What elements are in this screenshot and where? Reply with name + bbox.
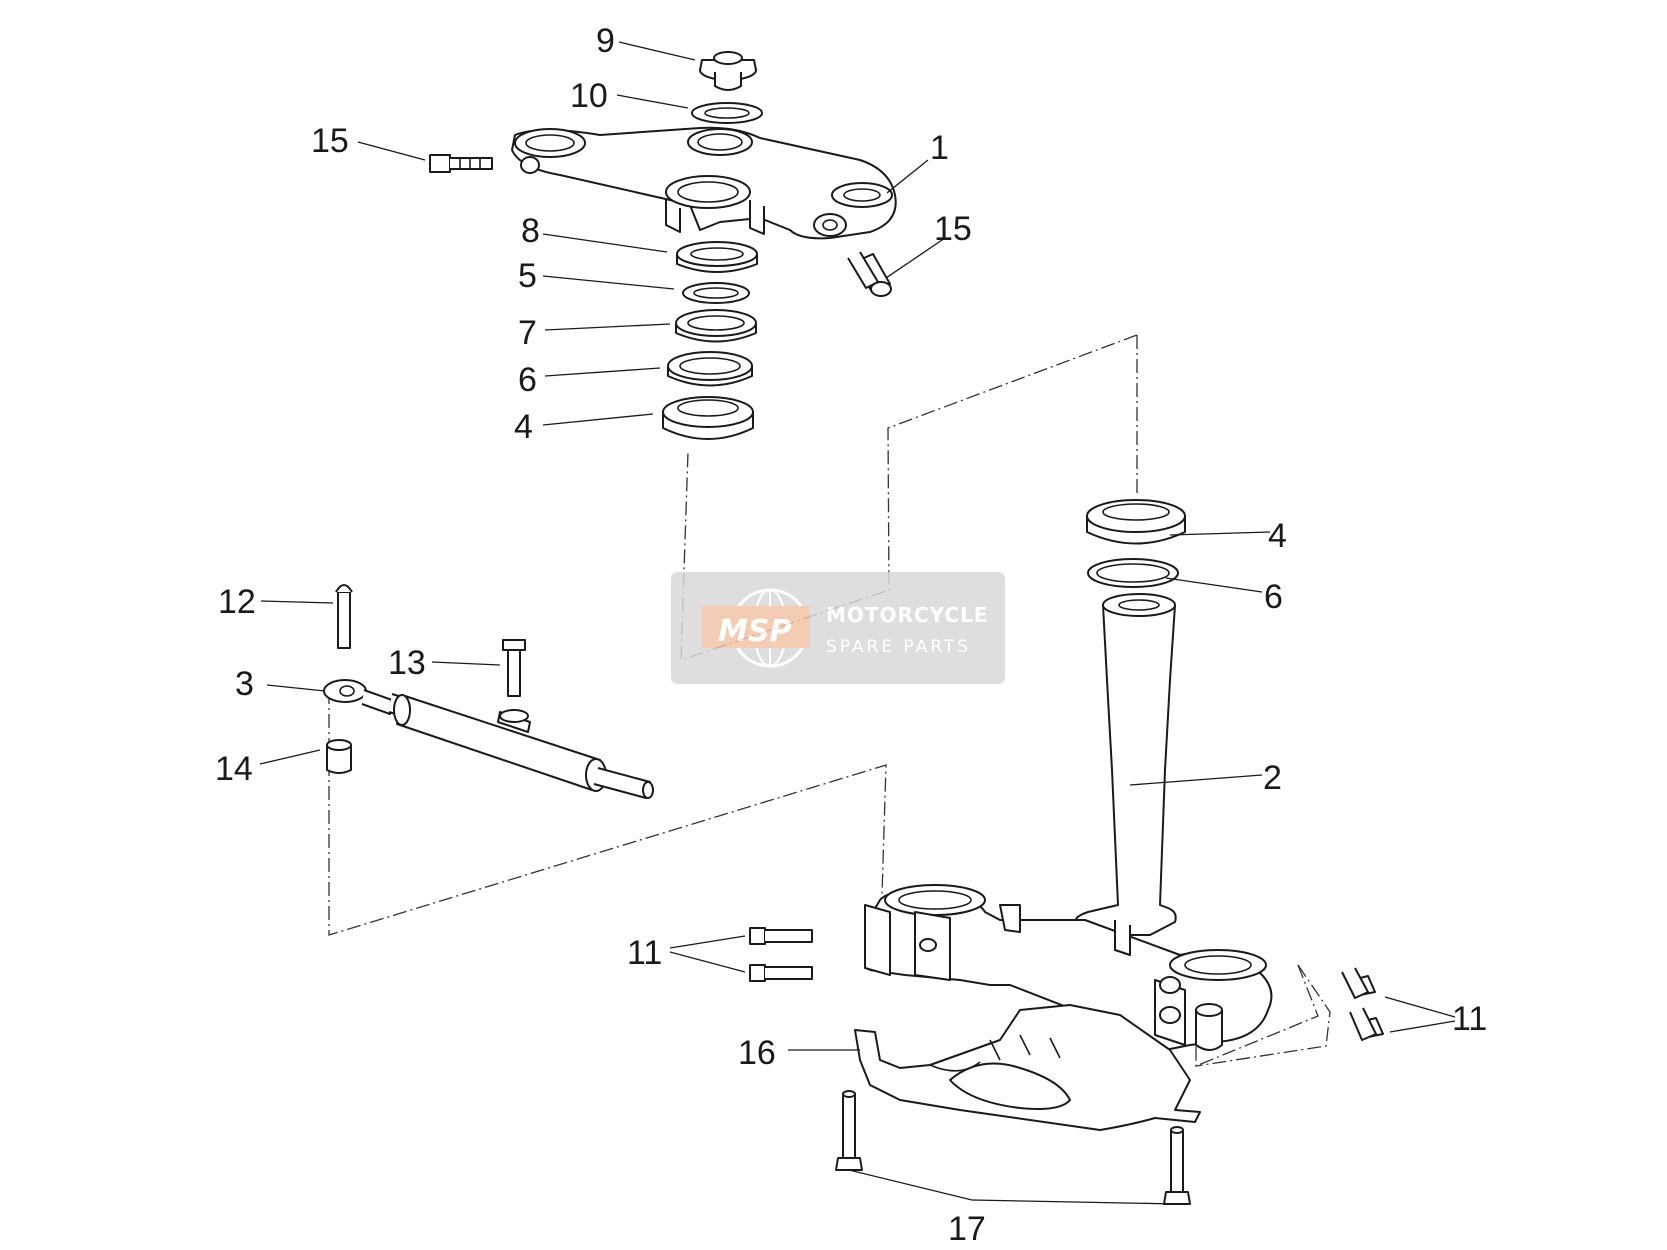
- callout-1: 1: [930, 129, 949, 167]
- bolts-11-left: [749, 927, 813, 982]
- bearing-4-lower: [1086, 499, 1186, 545]
- steering-stem-lower-clamp-2: [864, 593, 1273, 1051]
- cover-16: [854, 1004, 1201, 1131]
- callout-14: 14: [215, 750, 253, 788]
- callout-11-left: 11: [627, 934, 662, 972]
- callouts: 9 10 15 1 8 15 5 7 6 4 4 6 12 13 3 14 2 …: [215, 22, 1487, 1248]
- callout-12: 12: [218, 583, 256, 621]
- bolt-17-right: [1163, 1126, 1191, 1205]
- bolt-17-left: [835, 1090, 863, 1171]
- upper-triple-clamp-1: [511, 126, 897, 240]
- callout-9: 9: [596, 22, 615, 60]
- watermark-line1: MOTORCYCLE: [826, 603, 988, 627]
- callout-17: 17: [948, 1210, 986, 1248]
- callout-15-right: 15: [934, 210, 972, 248]
- pin-12: [335, 584, 353, 649]
- callout-16: 16: [738, 1034, 776, 1072]
- callout-4-lower: 4: [1268, 517, 1287, 555]
- callout-11-right: 11: [1452, 1000, 1487, 1038]
- watermark: MSP MOTORCYCLE SPARE PARTS: [671, 572, 1005, 684]
- seal-6-lower: [1087, 558, 1179, 588]
- callout-10: 10: [570, 77, 608, 115]
- seal-6-upper: [667, 351, 753, 387]
- callout-8: 8: [521, 212, 540, 250]
- top-nut-9: [699, 51, 757, 91]
- bolts-11-right: [1341, 967, 1384, 1041]
- washer-5: [682, 282, 750, 304]
- watermark-line2: SPARE PARTS: [826, 637, 971, 657]
- clamp-bolt-15-left: [429, 154, 493, 173]
- callout-15-left: 15: [311, 122, 349, 160]
- callout-3: 3: [235, 665, 254, 703]
- steering-damper-3: [323, 679, 654, 799]
- callout-13: 13: [388, 644, 426, 682]
- watermark-logo-text: MSP: [718, 614, 791, 649]
- bolt-13: [502, 639, 526, 697]
- leader-lines: [259, 41, 1456, 1205]
- callout-7: 7: [518, 314, 537, 352]
- washer-8: [676, 241, 758, 273]
- callout-5: 5: [518, 257, 537, 295]
- callout-6-upper: 6: [518, 361, 537, 399]
- bearing-7: [675, 309, 757, 343]
- spacer-14: [326, 739, 352, 774]
- clamp-bolt-15-right: [847, 251, 892, 297]
- callout-2: 2: [1263, 759, 1282, 797]
- bearing-4-upper: [662, 396, 754, 440]
- callout-4-upper: 4: [514, 408, 533, 446]
- callout-6-lower: 6: [1264, 578, 1283, 616]
- washer-10: [691, 102, 763, 124]
